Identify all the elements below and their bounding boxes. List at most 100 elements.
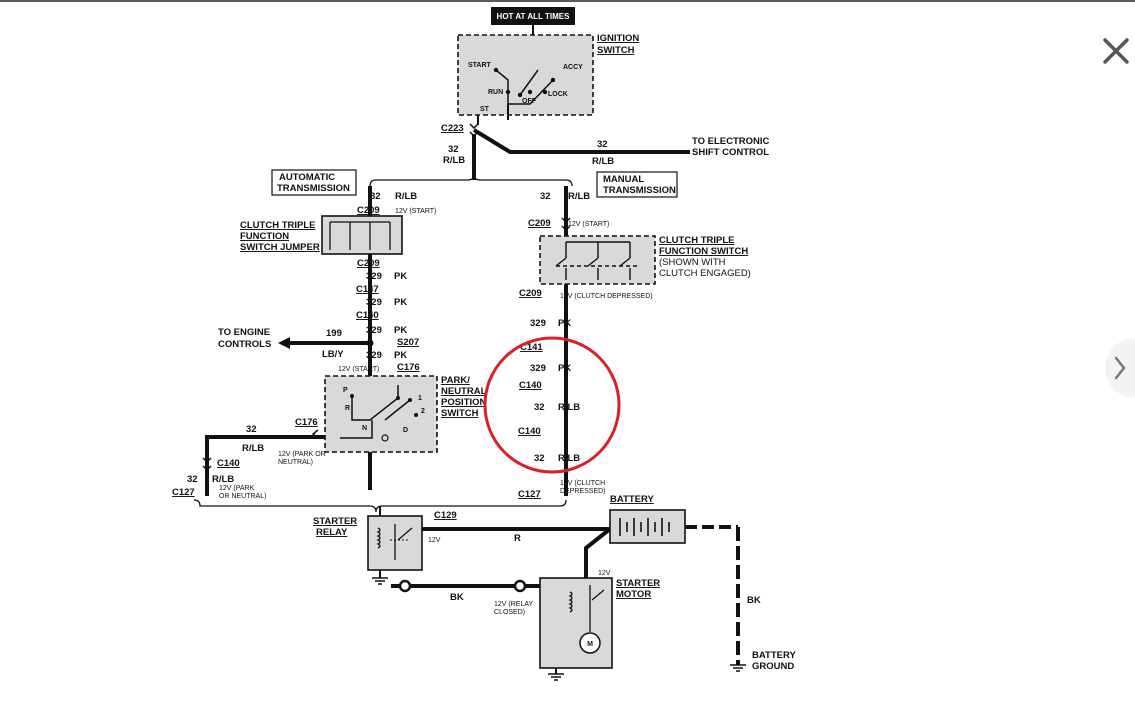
wire-rlb-label-c: R/LB: [395, 191, 417, 202]
ignition-switch-box: [457, 34, 594, 116]
highlight-circle: [483, 336, 621, 474]
wire-32-label-a: 32: [448, 144, 459, 155]
chevron-right-icon: [1114, 356, 1126, 380]
battery-ground-label-1: BATTERY: [752, 650, 796, 661]
to-electronic-label-1: TO ELECTRONIC: [692, 136, 770, 147]
wire-32-label-g: 32: [246, 424, 257, 435]
wire-32-label-c: 32: [370, 191, 381, 202]
c140-label-c: C140: [518, 426, 541, 437]
lock-pos-label: LOCK: [548, 91, 568, 98]
wire-329-label-e: 329: [366, 350, 382, 361]
pnp-label-3: POSITION: [441, 397, 487, 408]
v12-start-label-b: 12V (START): [568, 221, 609, 228]
c140-label-b: C140: [519, 380, 542, 391]
v12-clutch-label-1: 12V (CLUTCH: [560, 480, 605, 487]
battery-label: BATTERY: [610, 494, 654, 505]
v12-clutch-label-2: DEPRESSED): [560, 488, 606, 495]
c127-label-b: C127: [518, 489, 541, 500]
ignition-label-2: SWITCH: [597, 45, 635, 56]
off-pos-label: OFF: [522, 98, 537, 105]
c141-label: C141: [520, 342, 543, 353]
wire-32-label-f: 32: [534, 453, 545, 464]
wire-rlb-label-d: R/LB: [568, 191, 590, 202]
wire-32-label-h: 32: [187, 474, 198, 485]
pnp-label-1: PARK/: [441, 375, 470, 386]
pnp-label-2: NEUTRAL: [441, 386, 487, 397]
wire-pk-label-f: PK: [558, 363, 571, 374]
v12-clutch-label: 12V (CLUTCH DEPRESSED): [560, 293, 653, 300]
c209-label-a: C209: [357, 205, 380, 216]
v12-label-b: 12V: [598, 570, 611, 577]
starter-relay-label-2: RELAY: [316, 527, 348, 538]
c176-label-b: C176: [295, 417, 318, 428]
wire-329-label-a: 329: [366, 271, 382, 282]
c209-label-b: C209: [528, 218, 551, 229]
c127-label-a: C127: [172, 487, 195, 498]
to-engine-label-1: TO ENGINE: [218, 327, 270, 338]
clutch-jumper-label-1: CLUTCH TRIPLE: [240, 220, 315, 231]
c223-label: C223: [441, 123, 464, 134]
park-neutral-switch-box: [324, 375, 438, 453]
v12-relay-label-2: CLOSED): [494, 609, 525, 616]
c140-label-d: C140: [217, 458, 240, 469]
pnp-p-label: P: [343, 387, 348, 394]
close-icon: [1103, 38, 1129, 64]
wire-pk-label-d: PK: [558, 318, 571, 329]
wire-32-label-d: 32: [540, 191, 551, 202]
wire-329-label-c: 329: [366, 325, 382, 336]
c176-label-a: C176: [397, 362, 420, 373]
starter-motor-label-1: STARTER: [616, 578, 660, 589]
clutch-switch-label-3: (SHOWN WITH: [659, 257, 726, 268]
wire-pk-label-e: PK: [394, 350, 407, 361]
pnp-label-4: SWITCH: [441, 408, 479, 419]
wire-329-label-f: 329: [530, 363, 546, 374]
hot-label: HOT AT ALL TIMES: [497, 12, 571, 21]
run-pos-label: RUN: [488, 89, 503, 96]
v12-relay-label-1: 12V (RELAY: [494, 601, 533, 608]
automatic-label-1: AUTOMATIC: [279, 172, 335, 183]
motor-m-label: M: [587, 641, 593, 648]
wire-bk-label-1: BK: [450, 592, 464, 603]
wire-rlb-label-a: R/LB: [443, 155, 465, 166]
start-pos-label: START: [468, 62, 492, 69]
wire-r-label: R: [514, 533, 521, 544]
v12-start-label-c: 12V (START): [338, 366, 379, 373]
wire-pk-label-a: PK: [394, 271, 407, 282]
to-engine-label-2: CONTROLS: [218, 339, 271, 350]
c129-label: C129: [434, 510, 457, 521]
wire-bk-label-2: BK: [747, 595, 761, 606]
clutch-switch-label-2: FUNCTION SWITCH: [659, 246, 748, 257]
st-pos-label: ST: [480, 106, 490, 113]
wire-rlb-label-f: R/LB: [558, 453, 580, 464]
v12-start-label-a: 12V (START): [395, 208, 436, 215]
pnp-2-label: 2: [421, 408, 425, 415]
battery-ground-label-2: GROUND: [752, 661, 794, 672]
clutch-jumper-label-3: SWITCH JUMPER: [240, 242, 320, 253]
wire-rlb-label-g: R/LB: [242, 443, 264, 454]
v12-park-label-3: 12V (PARK: [219, 485, 255, 492]
automatic-label-2: TRANSMISSION: [277, 183, 350, 194]
pnp-d-label: D: [403, 427, 408, 434]
wire-rlb-label-h: R/LB: [212, 474, 234, 485]
pnp-1-label: 1: [418, 395, 422, 402]
accy-pos-label: ACCY: [563, 64, 583, 71]
wire-32-label-e: 32: [534, 402, 545, 413]
starter-motor-label-2: MOTOR: [616, 589, 651, 600]
wire-199-label: 199: [326, 328, 342, 339]
manual-label-2: TRANSMISSION: [603, 185, 676, 196]
starter-relay-label-1: STARTER: [313, 516, 357, 527]
clutch-switch-label-1: CLUTCH TRIPLE: [659, 235, 734, 246]
s207-label: S207: [397, 337, 419, 348]
c209-label-d: C209: [519, 288, 542, 299]
ignition-label-1: IGNITION: [597, 33, 639, 44]
c147-label: C147: [356, 284, 379, 295]
close-button[interactable]: [1097, 22, 1135, 80]
wire-pk-label-c: PK: [394, 325, 407, 336]
clutch-switch-label-4: CLUTCH ENGAGED): [659, 268, 751, 279]
wire-329-label-d: 329: [530, 318, 546, 329]
v12-park-label-1: 12V (PARK OR: [278, 451, 326, 458]
to-electronic-label-2: SHIFT CONTROL: [692, 147, 769, 158]
c209-label-c: C209: [357, 258, 380, 269]
